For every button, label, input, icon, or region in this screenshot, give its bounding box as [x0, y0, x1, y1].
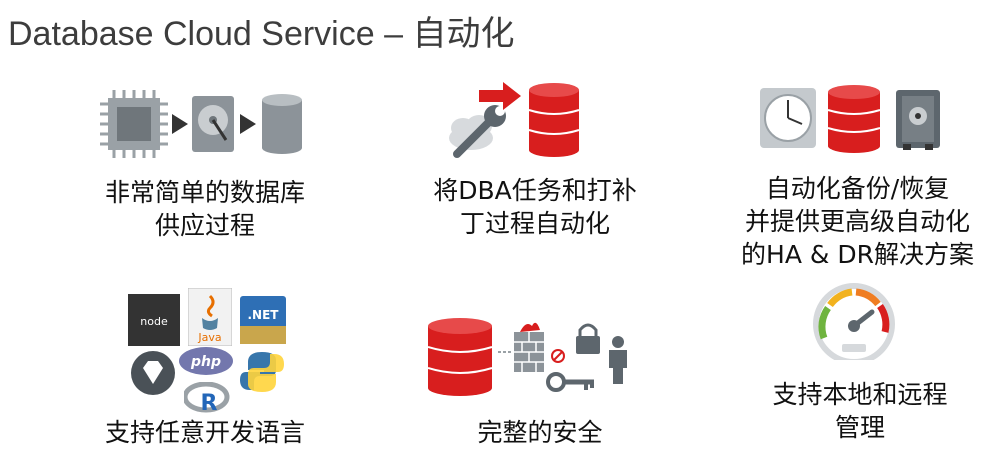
feature-languages-caption: 支持任意开发语言 — [60, 416, 350, 449]
slide-title: Database Cloud Service – 自动化 — [8, 15, 515, 53]
clock-icon — [760, 88, 816, 148]
arrow-right-icon — [240, 114, 256, 134]
firewall-icon — [498, 322, 544, 372]
patching-icon — [449, 82, 580, 158]
storage-cylinder-icon — [262, 94, 302, 154]
caption-line: 支持任意开发语言 — [104, 418, 305, 447]
python-logo-icon — [240, 352, 284, 392]
language-logos: node Java .NET php R — [128, 288, 290, 414]
red-database-icon — [428, 318, 493, 396]
caption-line: 的HA & DR解决方案 — [741, 240, 974, 269]
r-logo-icon: R — [184, 382, 230, 414]
security-icon — [428, 318, 627, 396]
caption-line: 完整的安全 — [477, 418, 603, 447]
provisioning-icon — [100, 90, 302, 158]
svg-text:.NET: .NET — [248, 308, 280, 322]
red-database-icon — [827, 85, 881, 153]
backup-recovery-icon — [760, 85, 940, 153]
caption-line: 管理 — [834, 413, 885, 442]
caption-line: 丁过程自动化 — [459, 209, 610, 238]
key-icon — [546, 372, 594, 392]
caption-line: 自动化备份/恢复 — [765, 174, 950, 203]
cpu-chip-icon — [100, 90, 168, 158]
dotnet-logo-icon: .NET — [240, 296, 286, 344]
feature-management-caption: 支持本地和远程 管理 — [720, 378, 1000, 444]
person-icon — [609, 336, 627, 384]
arrow-right-icon — [172, 114, 188, 134]
php-logo-icon: php — [179, 347, 233, 375]
svg-text:R: R — [201, 391, 218, 414]
nodejs-logo-icon: node — [128, 294, 180, 346]
svg-text:php: php — [190, 354, 221, 370]
caption-line: 供应过程 — [154, 211, 255, 240]
feature-backup-caption: 自动化备份/恢复 并提供更高级自动化 的HA & DR解决方案 — [715, 172, 1000, 271]
gauge-icon — [813, 283, 895, 360]
ruby-gem-icon — [131, 351, 175, 395]
feature-patching-caption: 将DBA任务和打补 丁过程自动化 — [390, 174, 680, 240]
safe-icon — [896, 90, 940, 150]
caption-line: 将DBA任务和打补 — [433, 176, 637, 205]
red-arrow-icon — [479, 82, 521, 110]
feature-provisioning-caption: 非常简单的数据库 供应过程 — [60, 176, 350, 242]
hard-disk-icon — [192, 96, 234, 152]
wrench-icon — [453, 105, 506, 158]
svg-text:node: node — [140, 315, 168, 328]
feature-security-caption: 完整的安全 — [400, 416, 680, 449]
svg-text:Java: Java — [197, 331, 221, 344]
blocked-icon — [551, 349, 565, 363]
java-logo-icon: Java — [188, 288, 232, 346]
padlock-icon — [576, 323, 600, 354]
red-database-icon — [528, 83, 580, 157]
caption-line: 非常简单的数据库 — [104, 178, 305, 207]
caption-line: 并提供更高级自动化 — [744, 207, 970, 236]
caption-line: 支持本地和远程 — [772, 380, 948, 409]
